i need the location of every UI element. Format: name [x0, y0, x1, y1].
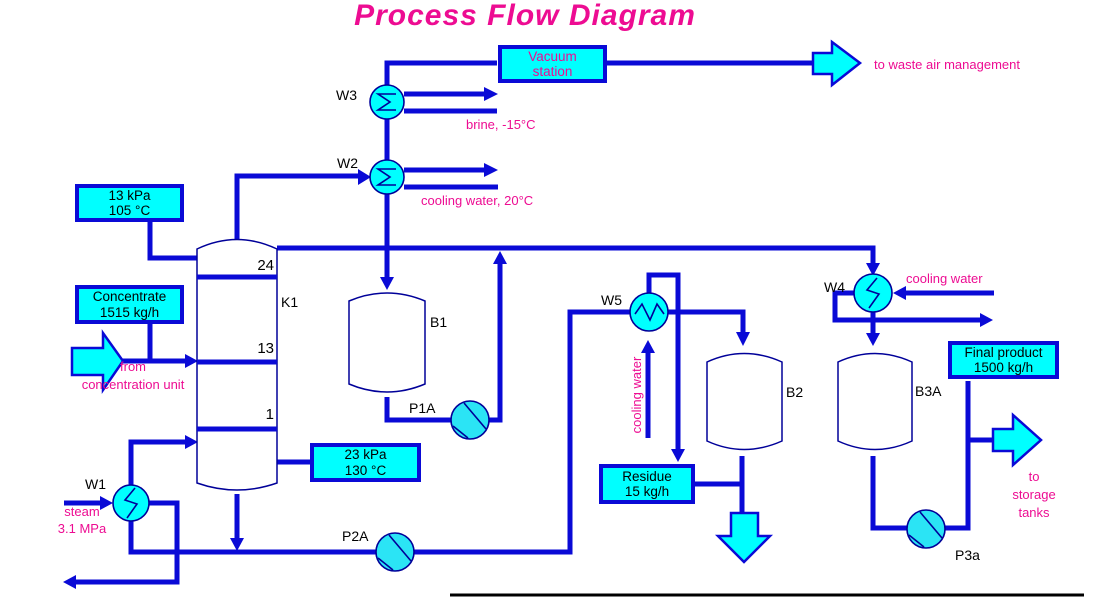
column-k1	[196, 238, 278, 491]
from-line2: concentration unit	[81, 377, 185, 392]
pump-p1a	[450, 400, 490, 440]
cooling-water-20-label: cooling water, 20°C	[421, 193, 534, 208]
final-product-line1: Final product	[964, 344, 1043, 360]
exchanger-w5	[629, 292, 669, 332]
tray-number-13: 13	[257, 340, 274, 357]
storage-line2: storage	[1012, 487, 1056, 502]
pipe-arrowheads	[63, 87, 993, 589]
waste-air-arrow	[811, 39, 863, 88]
steam-line1: steam	[64, 504, 100, 519]
tray-number-24: 24	[257, 257, 274, 274]
final-product-line2: 1500 kg/h	[973, 360, 1034, 375]
label-p2a: P2A	[342, 528, 369, 544]
label-b2: B2	[786, 384, 804, 400]
storage-line1: to	[1028, 469, 1040, 484]
cooling-water-w5-label: cooling water	[629, 356, 644, 434]
pressure-bottom-box: 23 kPa 130 °C	[310, 443, 421, 482]
concentrate-line1: Concentrate	[92, 289, 167, 304]
storage-line3: tanks	[1018, 505, 1050, 520]
vacuum-station-line1: Vacuum	[528, 48, 577, 64]
storage-tanks-label: to storage tanks	[1002, 468, 1066, 522]
label-w1: W1	[85, 476, 106, 492]
label-w3: W3	[336, 87, 357, 103]
vacuum-station-line2: station	[532, 64, 573, 79]
storage-arrow	[991, 412, 1043, 468]
pressure-top-box: 13 kPa 105 °C	[75, 184, 184, 222]
label-w5: W5	[601, 292, 622, 308]
vessel-b2	[706, 352, 783, 451]
exchanger-w4	[853, 273, 893, 313]
steam-line2: 3.1 MPa	[57, 521, 107, 536]
label-k1: K1	[281, 294, 299, 310]
concentrate-box: Concentrate 1515 kg/h	[75, 285, 184, 324]
pressure-top-line1: 13 kPa	[108, 187, 151, 203]
vessel-b3a	[837, 352, 913, 451]
final-product-box: Final product 1500 kg/h	[948, 341, 1059, 379]
exchanger-w2	[369, 159, 405, 195]
waste-air-label: to waste air management	[874, 57, 1020, 72]
residue-box: Residue 15 kg/h	[599, 464, 695, 504]
from-line1: from	[120, 359, 146, 374]
from-concentration-unit-label: from concentration unit	[70, 358, 196, 394]
label-p1a: P1A	[409, 400, 436, 416]
feed-arrow	[70, 329, 125, 395]
vacuum-station-box: Vacuum station	[498, 45, 607, 83]
page-title: Process Flow Diagram	[354, 0, 696, 32]
pressure-bottom-line1: 23 kPa	[344, 447, 387, 462]
block-arrows	[70, 39, 1043, 564]
steam-label: steam 3.1 MPa	[46, 503, 118, 537]
label-b3a: B3A	[915, 383, 942, 399]
label-w4: W4	[824, 279, 845, 295]
pump-p3a	[906, 509, 946, 549]
pipes	[64, 60, 994, 585]
residue-line1: Residue	[622, 468, 672, 484]
residue-down-arrow	[714, 511, 774, 564]
residue-line2: 15 kg/h	[624, 484, 670, 499]
concentrate-line2: 1515 kg/h	[99, 304, 160, 320]
cooling-water-w4-label: cooling water	[906, 271, 983, 286]
pressure-bottom-line2: 130 °C	[344, 462, 387, 478]
label-w2: W2	[337, 155, 358, 171]
exchanger-w1	[112, 484, 150, 522]
pump-p2a	[375, 532, 415, 572]
brine-label: brine, -15°C	[466, 117, 536, 132]
label-p3a: P3a	[955, 547, 980, 563]
vessel-b1	[348, 292, 426, 393]
pressure-top-line2: 105 °C	[108, 203, 151, 218]
exchanger-w3	[369, 84, 405, 120]
tray-number-1: 1	[265, 406, 274, 423]
label-b1: B1	[430, 314, 448, 330]
